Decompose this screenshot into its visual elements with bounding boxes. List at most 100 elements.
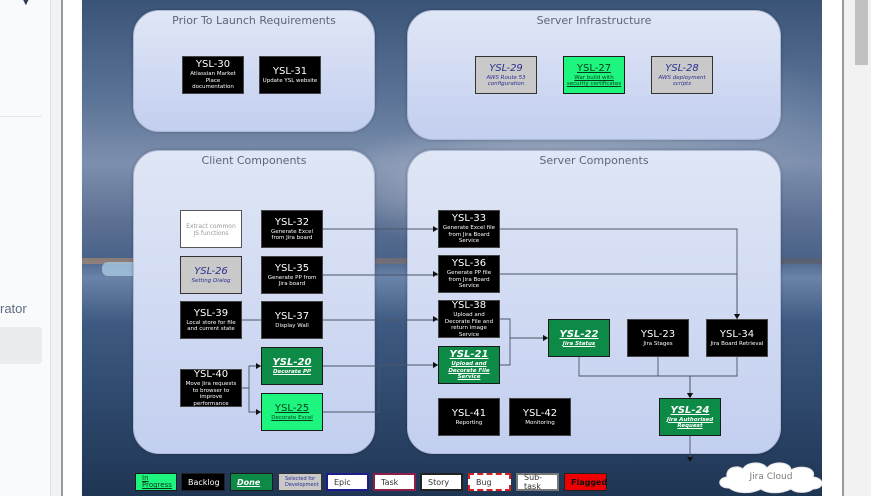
- legend-done: Done: [230, 473, 273, 491]
- legend-story: Story: [420, 473, 463, 491]
- diagram-canvas: Prior To Launch Requirements Server Infr…: [82, 0, 822, 496]
- legend-backlog: Backlog: [181, 473, 225, 491]
- issue-summary: Display Wall: [275, 322, 309, 329]
- group-client-components: Client Components: [133, 150, 375, 454]
- issue-summary: Jira Authorised Request: [666, 416, 714, 430]
- issue-summary: Upload and Decorate File and return imag…: [444, 312, 494, 338]
- legend-task: Task: [373, 473, 416, 491]
- issue-key: YSL-27: [576, 62, 612, 74]
- issue-summary: Extract common JS functions: [186, 222, 236, 237]
- issue-key: YSL-36: [451, 258, 487, 270]
- issue-key: YSL-41: [451, 407, 487, 419]
- issue-key: YSL-38: [451, 300, 487, 311]
- issue-summary: AWS Route 53 configuration: [486, 74, 526, 88]
- vertical-scrollbar[interactable]: [844, 0, 871, 496]
- background-iceberg: [102, 262, 142, 276]
- panel-border: [61, 0, 63, 496]
- legend-subtask: Sub-task: [516, 473, 559, 491]
- jira-cloud-icon: [719, 462, 822, 494]
- issue-summary: Reporting: [455, 419, 483, 426]
- sidebar-item-label[interactable]: rator: [0, 301, 27, 316]
- sidebar-selected-item[interactable]: [0, 327, 42, 364]
- issue-summary: AWS deployment scripts: [658, 74, 706, 88]
- issue-key: YSL-23: [640, 328, 676, 340]
- issue-summary: Generate Excel from Jira board: [270, 228, 313, 242]
- issue-key: YSL-33: [451, 213, 487, 225]
- issue-key: YSL-31: [272, 65, 308, 77]
- issue-summary: Local store for file and current state: [186, 319, 236, 333]
- issue-summary: Setting Dialog: [191, 277, 231, 284]
- connector-c24-cloud-arrow: [687, 457, 693, 462]
- scrollbar-thumb[interactable]: [855, 0, 868, 65]
- left-sidebar: ▼ rator: [0, 0, 50, 496]
- issue-key: YSL-39: [193, 307, 229, 319]
- group-title: Prior To Launch Requirements: [172, 14, 336, 27]
- issue-key: YSL-25: [274, 402, 310, 414]
- issue-summary: Jira Board Retrieval: [710, 340, 764, 347]
- panel-border-right: [842, 0, 844, 496]
- group-prior-to-launch: Prior To Launch Requirements: [133, 10, 375, 132]
- issue-summary: Generate PP from Jira board: [267, 274, 317, 288]
- issue-key: YSL-22: [559, 328, 599, 340]
- issue-key: YSL-26: [194, 265, 228, 277]
- issue-summary: Decorate PP: [272, 368, 312, 375]
- group-title: Client Components: [201, 154, 307, 167]
- page-margin-left: [63, 0, 81, 496]
- issue-key: YSL-24: [670, 404, 710, 416]
- issue-summary: Generate PP file from Jira Board Service: [446, 270, 492, 290]
- chevron-down-icon[interactable]: ▼: [22, 0, 30, 7]
- issue-key: YSL-35: [274, 262, 310, 274]
- issue-summary: Update YSL website: [262, 77, 318, 84]
- issue-key: YSL-42: [522, 407, 558, 419]
- issue-summary: Atlassian Market Place documentation: [190, 71, 236, 91]
- issue-key: YSL-32: [274, 216, 310, 228]
- sidebar-divider: [0, 116, 42, 117]
- page-margin-right: [822, 0, 842, 496]
- jira-cloud-label: Jira Cloud: [749, 472, 793, 482]
- issue-summary: Jira Status: [562, 340, 596, 347]
- issue-summary: Decorate Excel: [271, 414, 313, 421]
- issue-summary: Move Jira requests to browser to improve…: [185, 381, 237, 407]
- issue-key: YSL-21: [449, 349, 489, 361]
- legend-bug: Bug: [468, 473, 511, 491]
- issue-key: YSL-20: [272, 356, 312, 368]
- issue-summary: Upload and Decorate File Service: [448, 361, 490, 381]
- issue-key: YSL-30: [195, 59, 231, 71]
- issue-summary: Generate Excel file from Jira Board Serv…: [442, 225, 496, 245]
- issue-summary: Jira Stages: [643, 340, 673, 347]
- legend-flagged: Flagged: [564, 473, 607, 491]
- legend-epic: Epic: [326, 473, 369, 491]
- issue-key: YSL-28: [665, 62, 699, 74]
- legend-in-progress: In Progress: [135, 473, 177, 491]
- issue-key: YSL-37: [274, 310, 310, 322]
- group-title: Server Infrastructure: [536, 14, 652, 27]
- legend-selected: Selected for Development: [278, 473, 322, 491]
- group-title: Server Components: [539, 154, 649, 167]
- issue-key: YSL-29: [489, 62, 523, 74]
- issue-card-unkeyed[interactable]: Extract common JS functions: [180, 210, 242, 248]
- issue-summary: Monitoring: [525, 419, 555, 426]
